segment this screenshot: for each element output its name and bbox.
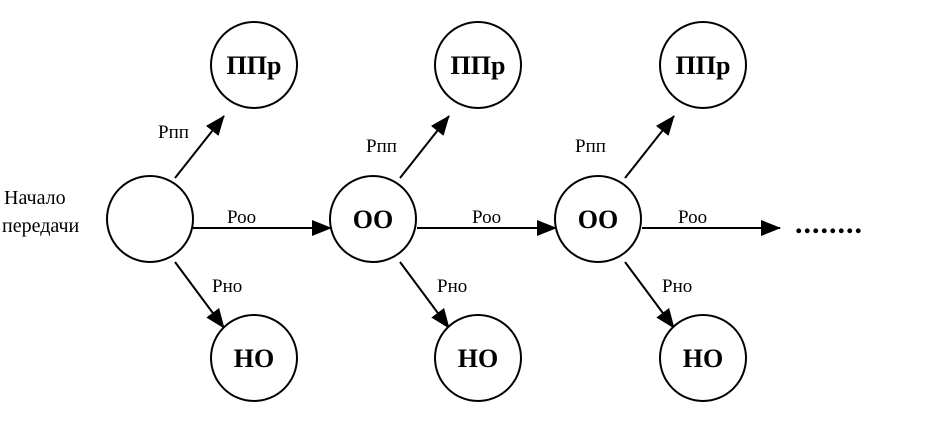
- edge-start-to-ppr-1: [174, 115, 225, 179]
- edge-label-oo-2: Роо: [472, 207, 501, 228]
- edge-label-pp-3: Рпп: [575, 136, 606, 157]
- edge-label-oo-1: Роо: [227, 207, 256, 228]
- node-oo-2: ОО: [554, 175, 642, 263]
- start-label-line1: Начало: [4, 187, 66, 209]
- continuation-dots: ........: [795, 207, 863, 240]
- edge-label-oo-3: Роо: [678, 207, 707, 228]
- node-no-1: НО: [210, 314, 298, 402]
- edge-oo-2-to-ppr-3: [624, 115, 675, 179]
- edge-label-no-2: Рно: [437, 276, 467, 297]
- node-start: [106, 175, 194, 263]
- node-no-3: НО: [659, 314, 747, 402]
- node-no-2: НО: [434, 314, 522, 402]
- edge-label-no-3: Рно: [662, 276, 692, 297]
- node-ppr-2-label: ППр: [451, 51, 506, 80]
- node-no-1-label: НО: [234, 344, 274, 373]
- node-ppr-2: ППр: [434, 21, 522, 109]
- node-oo-1: ОО: [329, 175, 417, 263]
- start-label-line2: передачи: [2, 215, 80, 237]
- edge-label-pp-2: Рпп: [366, 136, 397, 157]
- edge-oo-1-to-no-2: [399, 261, 450, 329]
- node-oo-1-label: ОО: [353, 205, 393, 234]
- node-ppr-3: ППр: [659, 21, 747, 109]
- edge-label-pp-1: Рпп: [158, 122, 189, 143]
- node-no-2-label: НО: [458, 344, 498, 373]
- node-oo-2-label: ОО: [578, 205, 618, 234]
- node-ppr-3-label: ППр: [676, 51, 731, 80]
- node-no-3-label: НО: [683, 344, 723, 373]
- edge-start-to-no-1: [174, 261, 225, 329]
- edge-oo-2-to-no-3: [624, 261, 675, 329]
- edge-oo-1-to-ppr-2: [399, 115, 450, 179]
- node-ppr-1: ППр: [210, 21, 298, 109]
- edge-label-no-1: Рно: [212, 276, 242, 297]
- node-ppr-1-label: ППр: [227, 51, 282, 80]
